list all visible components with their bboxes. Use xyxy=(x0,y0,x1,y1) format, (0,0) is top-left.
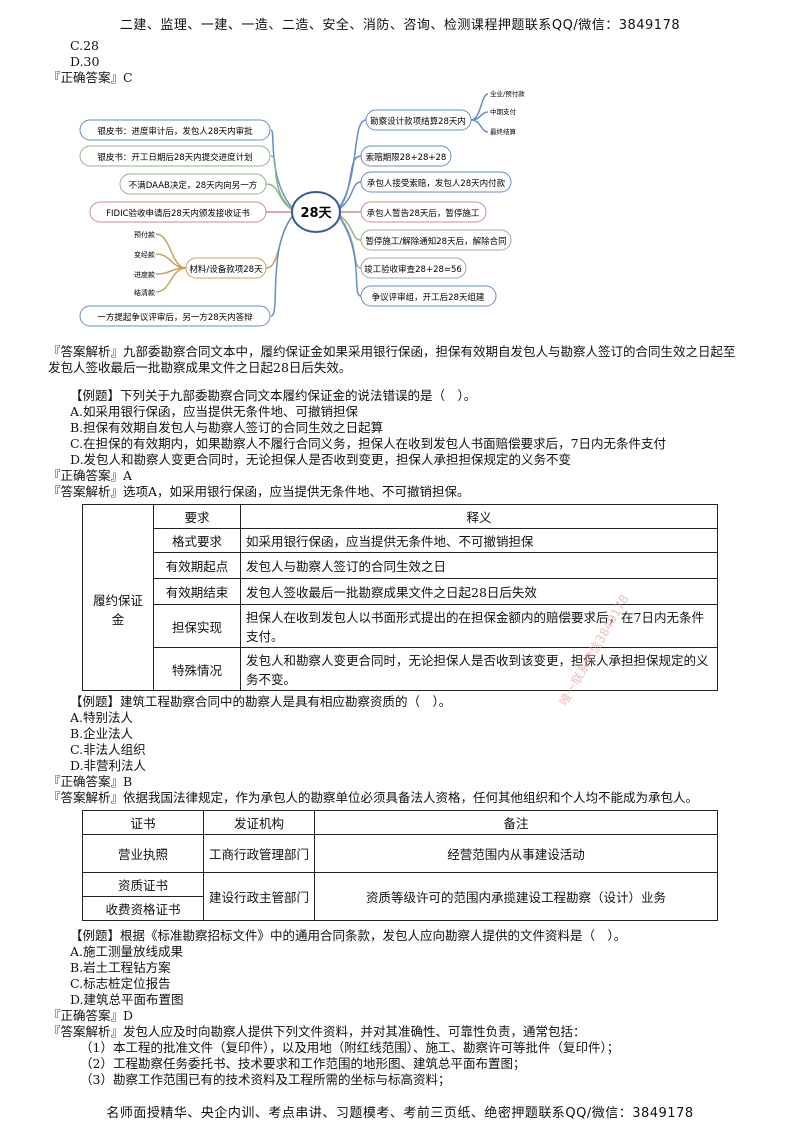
q3-option-b: B.企业法人 xyxy=(70,726,134,741)
q4-answer: 『正确答案』D xyxy=(48,1008,134,1023)
material-child-3: 进度款 xyxy=(134,270,155,279)
left-node-3 xyxy=(119,173,267,195)
mindmap-28-days: 28天 银皮书：进度审计后，发包人28天内审批 银皮书：开工日期后28天内提交进… xyxy=(79,89,525,327)
correct-answer: 『正确答案』C xyxy=(48,70,133,85)
left-node-5-label: 材料/设备款项28天 xyxy=(189,264,263,275)
page-footer: 名师面授精华、央企内训、考点串讲、习题模考、考前三页纸、绝密押题联系QQ/微信：… xyxy=(106,1106,694,1121)
left-node-6-label: 一方提起争议评审后，另一方28天内答辩 xyxy=(97,312,253,323)
guarantee-row-5-key: 特殊情况 xyxy=(153,647,241,691)
guarantee-row-2-value: 发包人与勘察人签订的合同生效之日 xyxy=(240,552,718,579)
guarantee-row-1-key: 格式要求 xyxy=(153,528,241,553)
q4-option-d: D.建筑总平面布置图 xyxy=(70,992,184,1007)
left-node-4 xyxy=(89,201,267,223)
q2-stem: 【例题】下列关于九部委勘察合同文本履约保证金的说法错误的是（ ）。 xyxy=(70,388,477,403)
q4-option-c: C.标志桩定位报告 xyxy=(70,976,171,991)
guarantee-table-corner xyxy=(82,504,154,529)
cert-header-note: 备注 xyxy=(314,810,718,835)
right-node-2 xyxy=(360,145,452,167)
cert-row-2-note: 资质等级许可的范围内承揽建设工程勘察（设计）业务 xyxy=(314,872,718,921)
left-node-3-label: 不满DAAB决定，28天内向另一方 xyxy=(129,180,257,191)
guarantee-row-3-value: 发包人签收最后一批勘察成果文件之日起28日后失效 xyxy=(240,578,718,605)
settlement-child-3: 最终结算 xyxy=(490,127,517,136)
q2-analysis: 『答案解析』选项A，如采用银行保函，应当提供无条件地、不可撤销担保。 xyxy=(48,484,470,499)
q4-item-3: （3）勘察工作范围已有的技术资料及工程所需的坐标与标高资料； xyxy=(80,1072,451,1087)
cert-row-2-name: 资质证书 xyxy=(82,872,204,897)
guarantee-row-4-key: 担保实现 xyxy=(153,604,241,648)
right-node-3 xyxy=(360,171,512,193)
left-node-1-label: 银皮书：进度审计后，发包人28天内审批 xyxy=(97,126,253,137)
cert-header-issuer: 发证机构 xyxy=(203,810,315,835)
q4-option-b: B.岩土工程钻方案 xyxy=(70,960,171,975)
q3-option-d: D.非营利法人 xyxy=(70,758,147,773)
cert-row-1-note: 经营范围内从事建设活动 xyxy=(314,834,718,873)
right-node-5 xyxy=(360,229,512,251)
material-child-2: 变经款 xyxy=(134,250,155,259)
analysis-1-line-1: 『答案解析』九部委勘察合同文本中，履约保证金如果采用银行保函，担保有效期自发包人… xyxy=(48,344,736,359)
q2-option-b: B.担保有效期自发包人与勘察人签订的合同生效之日起算 xyxy=(70,420,384,435)
right-node-1 xyxy=(365,109,472,131)
q2-option-a: A.如采用银行保函，应当提供无条件地、可撤销担保 xyxy=(70,404,359,419)
q3-analysis: 『答案解析』依据我国法律规定，作为承包人的勘察单位必须具备法人资格，任何其他组织… xyxy=(48,790,699,805)
option-c: C.28 xyxy=(70,38,99,53)
right-node-6 xyxy=(360,257,467,279)
q3-option-a: A.特别法人 xyxy=(70,710,134,725)
guarantee-header-requirement: 要求 xyxy=(153,504,241,529)
q4-item-1: （1）本工程的批准文件（复印件），以及用地（附红线范围）、施工、勘察许可等批件（… xyxy=(80,1040,620,1055)
q2-option-c: C.在担保的有效期内，如果勘察人不履行合同义务，担保人在收到发包人书面赔偿要求后… xyxy=(70,436,667,451)
q3-option-c: C.非法人组织 xyxy=(70,742,146,757)
left-node-2 xyxy=(79,145,271,167)
right-node-6-label: 竣工验收审查28+28=56 xyxy=(364,264,462,275)
guarantee-row-4-value: 担保人在收到发包人以书面形式提出的在担保金额内的赔偿要求后，在7日内无条件支付。 xyxy=(240,604,718,648)
material-child-4: 结清款 xyxy=(134,288,155,297)
right-node-5-label: 暂停施工/解除通知28天后，解除合同 xyxy=(365,236,506,247)
q4-item-2: （2）工程勘察任务委托书、技术要求和工作范围的地形图、建筑总平面布置图； xyxy=(80,1056,526,1071)
guarantee-row-1-value: 如采用银行保函，应当提供无条件地、不可撤销担保 xyxy=(240,528,718,553)
settlement-child-1: 全业/预付款 xyxy=(490,89,525,98)
cert-row-2-issuer: 建设行政主管部门 xyxy=(203,872,315,921)
certificate-table: 证书 发证机构 备注 营业执照 工商行政管理部门 经营范围内从事建设活动 资质证… xyxy=(82,810,718,921)
right-node-7-label: 争议评审组，开工后28天组建 xyxy=(372,292,485,303)
settlement-child-2: 中期支付 xyxy=(490,107,517,116)
cert-row-1-name: 营业执照 xyxy=(82,834,204,873)
q4-option-a: A.施工测量放线成果 xyxy=(70,944,184,959)
page-header: 二建、监理、一建、一造、二造、安全、消防、咨询、检测课程押题联系QQ/微信：38… xyxy=(119,18,681,33)
q4-stem: 【例题】根据《标准勘察招标文件》中的通用合同条款，发包人应向勘察人提供的文件资料… xyxy=(70,928,627,943)
right-node-7 xyxy=(360,285,497,307)
q3-answer: 『正确答案』B xyxy=(48,774,133,789)
q2-answer: 『正确答案』A xyxy=(48,468,133,483)
center-label: 28天 xyxy=(300,206,332,221)
guarantee-header-meaning: 释义 xyxy=(240,504,718,529)
guarantee-row-3-key: 有效期结束 xyxy=(153,578,241,605)
guarantee-row-5-value: 发包人和勘察人变更合同时，无论担保人是否收到该变更，担保人承担担保规定的义务不变… xyxy=(240,647,718,691)
q3-stem: 【例题】建筑工程勘察合同中的勘察人是具有相应勘察资质的（ ）。 xyxy=(70,694,452,709)
q2-option-d: D.发包人和勘察人变更合同时，无论担保人是否收到变更，担保人承担担保规定的义务不… xyxy=(70,452,572,467)
option-d: D.30 xyxy=(70,54,100,69)
right-node-4-label: 承包人暂告28天后，暂停施工 xyxy=(367,208,480,219)
center-node xyxy=(291,191,341,233)
right-node-3-label: 承包人接受索赔，发包人28天内付款 xyxy=(367,178,506,189)
left-node-2-label: 银皮书：开工日期后28天内提交进度计划 xyxy=(97,152,252,163)
q4-analysis: 『答案解析』发包人应及时向勘察人提供下列文件资料，并对其准确性、可靠性负责，通常… xyxy=(48,1024,586,1039)
guarantee-table: 要求 释义 履约保证金 格式要求 如采用银行保函，应当提供无条件地、不可撤销担保… xyxy=(82,504,718,691)
cert-row-1-issuer: 工商行政管理部门 xyxy=(203,834,315,873)
analysis-1-line-2: 发包人签收最后一批勘察成果文件之日起28日后失效。 xyxy=(48,360,352,375)
guarantee-row-2-key: 有效期起点 xyxy=(153,552,241,579)
cert-row-3-name: 收费资格证书 xyxy=(82,896,204,921)
right-node-4 xyxy=(360,201,487,223)
left-node-4-label: FIDIC验收申请后28天内颁发接收证书 xyxy=(106,208,250,219)
left-node-5 xyxy=(185,257,267,279)
cert-header-certificate: 证书 xyxy=(82,810,204,835)
left-node-6 xyxy=(79,305,271,327)
right-node-1-label: 勘察设计款项结算28天内 xyxy=(370,116,466,127)
guarantee-group: 履约保证金 xyxy=(82,528,154,691)
left-node-1 xyxy=(79,119,271,141)
material-child-1: 预付款 xyxy=(134,230,155,239)
right-node-2-label: 索赔期限28+28+28 xyxy=(366,152,447,163)
